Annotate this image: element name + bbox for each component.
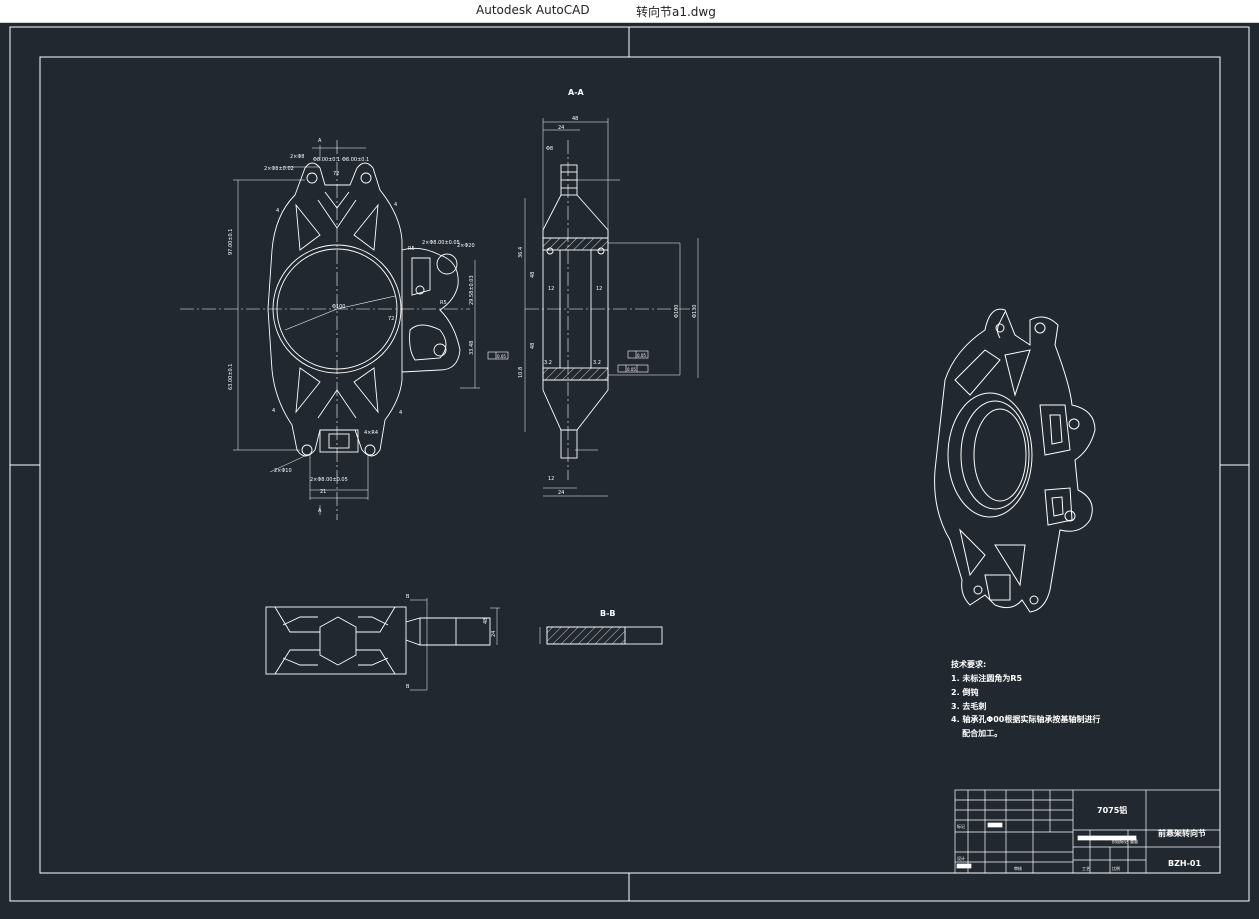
- section-bb-annotations: B-B: [600, 609, 616, 618]
- tolerance-value: 0.05: [637, 353, 646, 358]
- note-item: 3. 去毛刺: [951, 701, 986, 711]
- dim-label: 4×R4: [364, 430, 378, 436]
- material-label: 7075铝: [1097, 805, 1127, 815]
- dim-label: Φ130: [692, 305, 698, 318]
- dim-label: 4: [394, 202, 397, 208]
- dim-label: Φ8.00±0.1: [313, 157, 340, 163]
- dim-label: 48: [530, 272, 536, 278]
- section-bb-view[interactable]: [539, 626, 663, 645]
- dim-label: Φ100: [332, 304, 345, 310]
- front-view-annotations: A A 2×Φ8 Φ8.00±0.1 Φ8.00±0.1 2×Φ8±0.02 7…: [228, 138, 475, 514]
- dim-label: 24: [558, 490, 564, 496]
- roughness-value: 3.2: [544, 360, 552, 366]
- title-block[interactable]: [954, 789, 1221, 874]
- dim-label: 12: [548, 476, 554, 482]
- part-name-label: 前悬架转向节: [1158, 828, 1206, 838]
- title-block-row-label: 审核: [1014, 865, 1022, 871]
- dim-label: 48: [483, 618, 489, 624]
- section-mark-a-top: A: [318, 138, 322, 144]
- dim-label: 10.8: [518, 367, 524, 378]
- bottom-view[interactable]: [265, 598, 500, 691]
- drawing-number-label: BZH-01: [1168, 859, 1201, 868]
- dim-label: 24: [558, 125, 564, 131]
- bottom-view-annotations: B B 48 24: [406, 594, 497, 690]
- title-bar: Autodesk AutoCAD 转向节a1.dwg: [0, 0, 1259, 23]
- title-block-col-label: 比例: [1112, 865, 1120, 871]
- dim-label: 2×Φ8±0.02: [264, 166, 294, 172]
- dim-label: Φ8.00±0.1: [342, 157, 369, 163]
- section-mark-b-bottom: B: [406, 684, 410, 690]
- note-item: 1. 未标注圆角为R5: [951, 673, 1023, 683]
- dim-label: 48: [572, 116, 578, 122]
- section-bb-title: B-B: [600, 609, 616, 618]
- app-name: Autodesk AutoCAD: [476, 3, 590, 17]
- dim-label: 72: [333, 171, 339, 177]
- dim-label: 33.48: [469, 341, 475, 355]
- note-item: 2. 倒钝: [951, 687, 978, 697]
- dim-label: 2×Φ8.00±0.05: [310, 477, 348, 483]
- dim-label: 2×Φ10: [274, 468, 292, 474]
- dim-label: 2×Φ20: [457, 243, 475, 249]
- section-aa-annotations: A-A 48 24 Φ8 36.4 48 12 12 48 Φ100 Φ130 …: [497, 88, 698, 496]
- sheet-border: [9, 26, 1250, 902]
- technical-notes: 技术要求: 1. 未标注圆角为R5 2. 倒钝 3. 去毛刺 4. 轴承孔Φ00…: [951, 659, 1100, 738]
- title-block-col-label: 重量: [1130, 838, 1138, 844]
- document-name: 转向节a1.dwg: [636, 5, 716, 19]
- section-mark-a-bottom: A: [318, 508, 322, 514]
- title-block-row-label: 工艺: [1082, 866, 1090, 871]
- tolerance-value: 0.05: [497, 354, 506, 359]
- dim-label: 36.4: [518, 247, 524, 258]
- dim-label: 29.58±0.03: [469, 275, 475, 305]
- dim-label: 2×Φ8.00±0.05: [422, 240, 460, 246]
- note-item: 配合加工。: [951, 728, 1002, 738]
- title-block-col-label: 阶段标记: [1112, 838, 1128, 844]
- section-aa-view[interactable]: [487, 118, 699, 497]
- dim-label: 12: [596, 286, 602, 292]
- title-block-text: 7075铝 前悬架转向节 BZH-01 标记 设计 审核 工艺 阶段标记 重量 …: [957, 805, 1206, 871]
- tolerance-value: 0.05: [627, 367, 636, 372]
- drawing-viewport[interactable]: A A 2×Φ8 Φ8.00±0.1 Φ8.00±0.1 2×Φ8±0.02 7…: [0, 23, 1259, 915]
- dim-label: 63.00±0.1: [228, 364, 234, 390]
- notes-title: 技术要求:: [951, 659, 986, 669]
- title-block-row-label: 设计: [957, 855, 965, 861]
- isometric-view[interactable]: [934, 308, 1096, 613]
- dim-label: Φ100: [674, 305, 680, 318]
- dim-label: 24: [491, 631, 497, 637]
- dim-label: R5: [408, 246, 415, 252]
- dim-label: 97.00±0.1: [228, 229, 234, 255]
- dim-label: 48: [530, 343, 536, 349]
- dim-label: 21: [320, 489, 326, 495]
- dim-label: 2×Φ8: [290, 154, 305, 160]
- title-block-row-label: 标记: [957, 823, 965, 829]
- dim-label: 4: [272, 408, 275, 414]
- drawing-canvas[interactable]: A A 2×Φ8 Φ8.00±0.1 Φ8.00±0.1 2×Φ8±0.02 7…: [0, 23, 1259, 915]
- dim-label: 72: [388, 316, 394, 322]
- note-item: 4. 轴承孔Φ00根据实际轴承按基轴制进行: [951, 714, 1100, 724]
- roughness-value: 3.2: [593, 360, 601, 366]
- front-view[interactable]: [180, 140, 480, 520]
- dim-label: R5: [440, 300, 447, 306]
- dim-label: 4: [399, 410, 402, 416]
- dim-label: 4: [276, 208, 279, 214]
- dim-label: Φ8: [546, 146, 553, 152]
- dim-label: 12: [548, 286, 554, 292]
- section-mark-b-top: B: [406, 594, 410, 600]
- section-aa-title: A-A: [568, 88, 585, 97]
